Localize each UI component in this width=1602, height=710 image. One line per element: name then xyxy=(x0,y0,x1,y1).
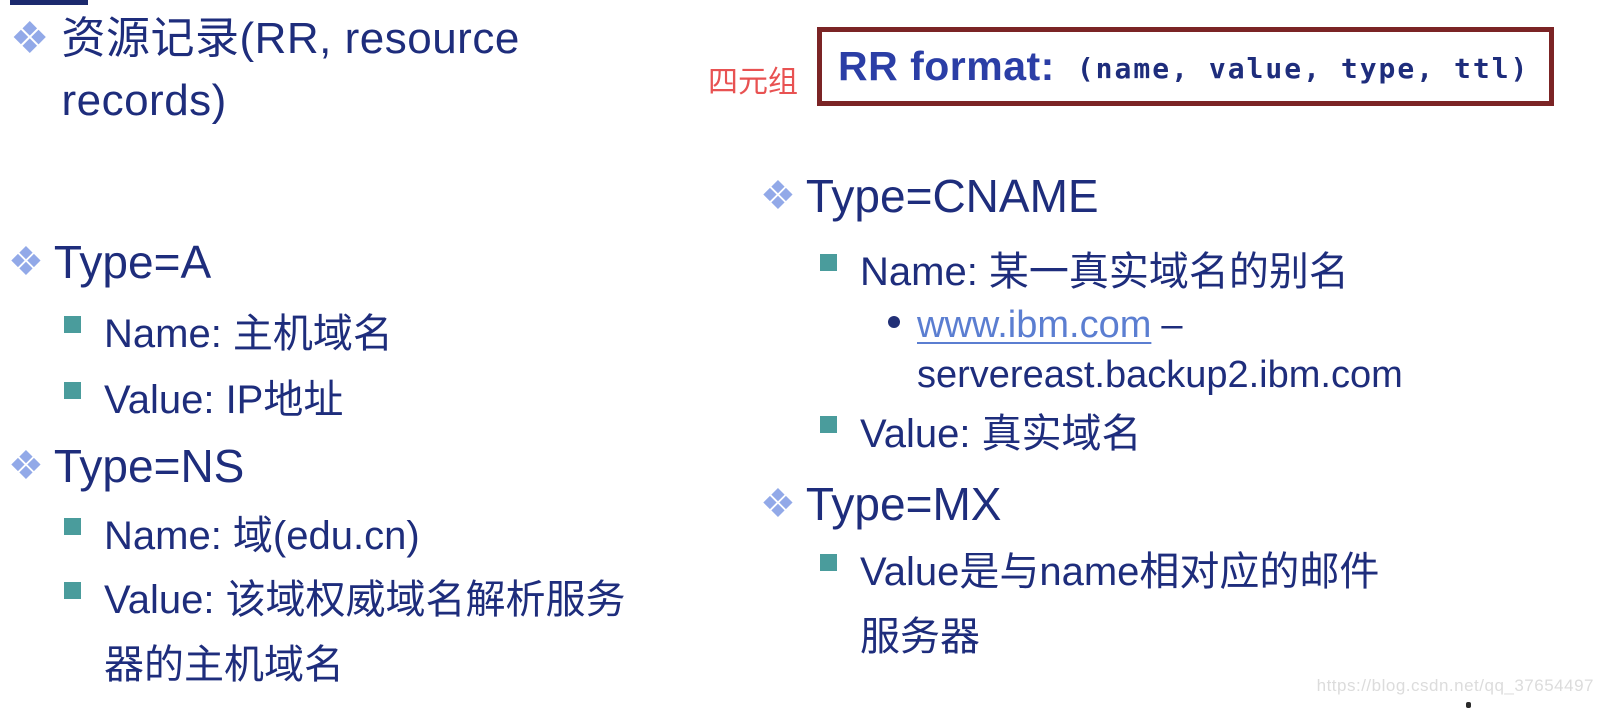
type-cname-value-text: Value: 真实域名 xyxy=(860,412,1142,456)
heading-type-cname-label: Type=CNAME xyxy=(805,170,1099,222)
heading-type-a: ❖ Type=A xyxy=(8,236,211,289)
top-edge-fragment xyxy=(10,0,88,5)
type-a-value-text: Value: IP地址 xyxy=(104,378,344,422)
rr-format-box: RR format: (name, value, type, ttl) xyxy=(817,27,1554,106)
heading-type-mx-label: Type=MX xyxy=(805,478,1002,530)
slide-title-line2: records) xyxy=(61,76,227,126)
type-mx-value-item: Value是与name相对应的邮件 服务器 xyxy=(820,540,1379,670)
square-bullet-icon xyxy=(64,382,81,399)
type-cname-value-item: Value: 真实域名 xyxy=(820,402,1142,467)
dot-bullet-icon xyxy=(888,316,900,328)
heading-type-ns-label: Type=NS xyxy=(53,440,245,492)
bottom-edge-speck xyxy=(1466,702,1471,708)
square-bullet-icon xyxy=(820,554,837,571)
slide-title: ❖ 资源记录(RR, resource records) xyxy=(10,8,520,133)
slide-title-line1: 资源记录(RR, resource xyxy=(61,14,520,63)
diamond-bullet-icon: ❖ xyxy=(8,240,44,284)
diamond-bullet-icon: ❖ xyxy=(760,174,796,218)
diamond-bullet-icon: ❖ xyxy=(8,444,44,488)
type-a-name-item: Name: 主机域名 xyxy=(64,302,393,367)
diamond-bullet-icon: ❖ xyxy=(760,482,796,526)
four-tuple-label: 四元组 xyxy=(708,66,798,99)
rr-format-tuple: (name, value, type, ttl) xyxy=(1076,52,1530,85)
type-ns-name-item: Name: 域(edu.cn) xyxy=(64,504,420,569)
type-a-name-text: Name: 主机域名 xyxy=(104,312,393,356)
cname-example-target: servereast.backup2.ibm.com xyxy=(917,354,1403,397)
type-mx-value-line2: 服务器 xyxy=(860,615,980,660)
csdn-watermark: https://blog.csdn.net/qq_37654497 xyxy=(1316,676,1594,695)
type-cname-name-text: Name: 某一真实域名的别名 xyxy=(860,250,1349,294)
square-bullet-icon xyxy=(820,254,837,271)
heading-type-ns: ❖ Type=NS xyxy=(8,440,244,493)
square-bullet-icon xyxy=(820,416,837,433)
heading-type-cname: ❖ Type=CNAME xyxy=(760,170,1099,223)
type-ns-value-line2: 器的主机域名 xyxy=(104,643,344,688)
type-ns-name-text: Name: 域(edu.cn) xyxy=(104,514,420,558)
type-ns-value-line1: Value: 该域权威域名解析服务 xyxy=(104,578,626,622)
heading-type-mx: ❖ Type=MX xyxy=(760,478,1001,531)
type-cname-name-item: Name: 某一真实域名的别名 xyxy=(820,240,1349,305)
cname-example-item: www.ibm.com– servereast.backup2.ibm.com xyxy=(888,300,1403,400)
cname-example-line1: www.ibm.com– xyxy=(917,300,1403,350)
type-ns-value-item: Value: 该域权威域名解析服务 器的主机域名 xyxy=(64,568,626,698)
ibm-link[interactable]: www.ibm.com xyxy=(917,304,1152,346)
heading-type-a-label: Type=A xyxy=(53,236,212,288)
square-bullet-icon xyxy=(64,316,81,333)
diamond-bullet-icon: ❖ xyxy=(10,14,50,63)
cname-example-dash: – xyxy=(1161,304,1183,346)
square-bullet-icon xyxy=(64,582,81,599)
type-mx-value-line1: Value是与name相对应的邮件 xyxy=(860,550,1380,594)
square-bullet-icon xyxy=(64,518,81,535)
type-a-value-item: Value: IP地址 xyxy=(64,368,343,433)
rr-format-heading: RR format: xyxy=(838,43,1055,89)
